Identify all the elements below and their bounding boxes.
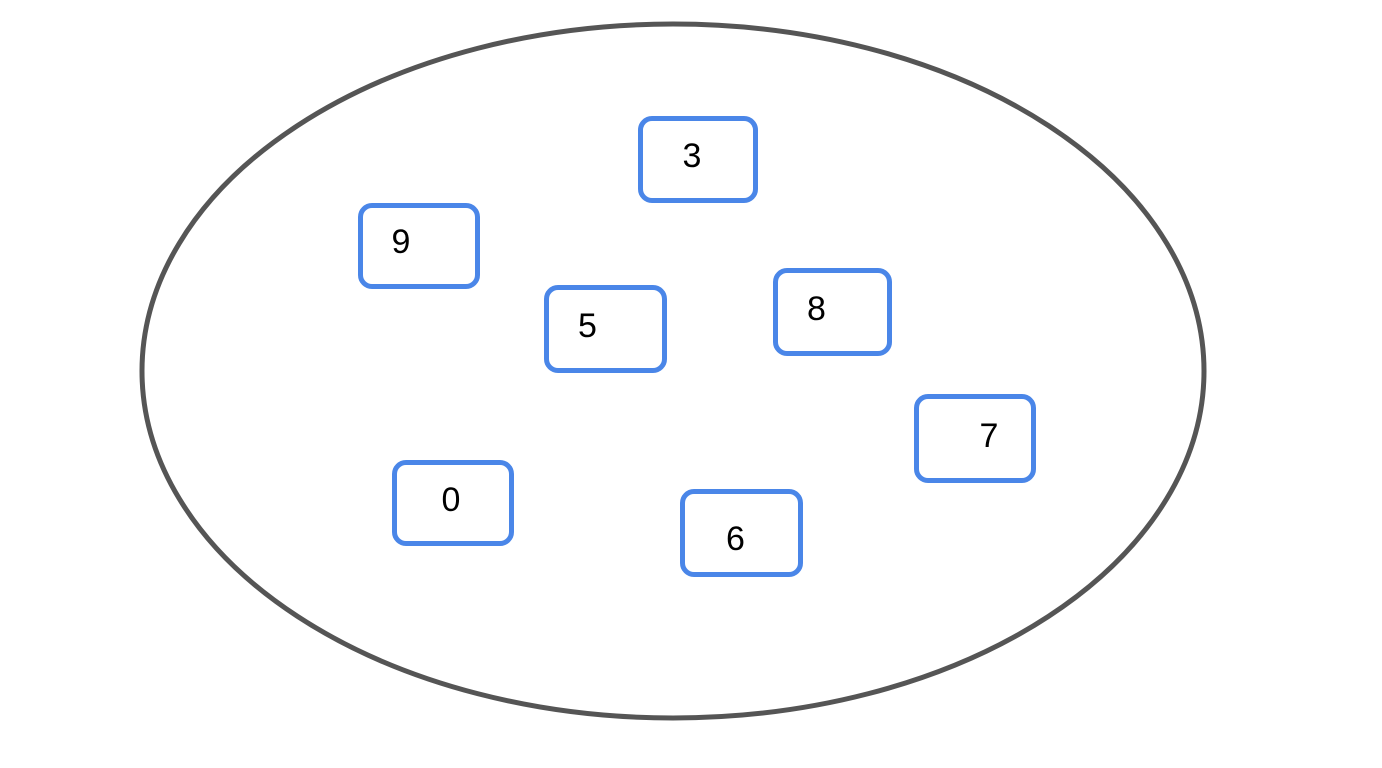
node-label: 8 (807, 290, 826, 328)
node-box-5[interactable]: 5 (544, 285, 667, 373)
node-box-7[interactable]: 7 (914, 394, 1036, 483)
node-label: 9 (391, 223, 411, 261)
node-label: 6 (726, 520, 745, 558)
node-label: 5 (578, 307, 597, 345)
node-box-9[interactable]: 9 (358, 203, 480, 289)
node-label: 7 (979, 416, 999, 455)
node-label: 3 (682, 136, 702, 175)
node-box-8[interactable]: 8 (773, 268, 892, 356)
node-box-0[interactable]: 0 (392, 460, 514, 546)
node-label: 0 (441, 481, 461, 519)
node-box-6[interactable]: 6 (680, 489, 803, 577)
node-box-3[interactable]: 3 (638, 116, 758, 203)
